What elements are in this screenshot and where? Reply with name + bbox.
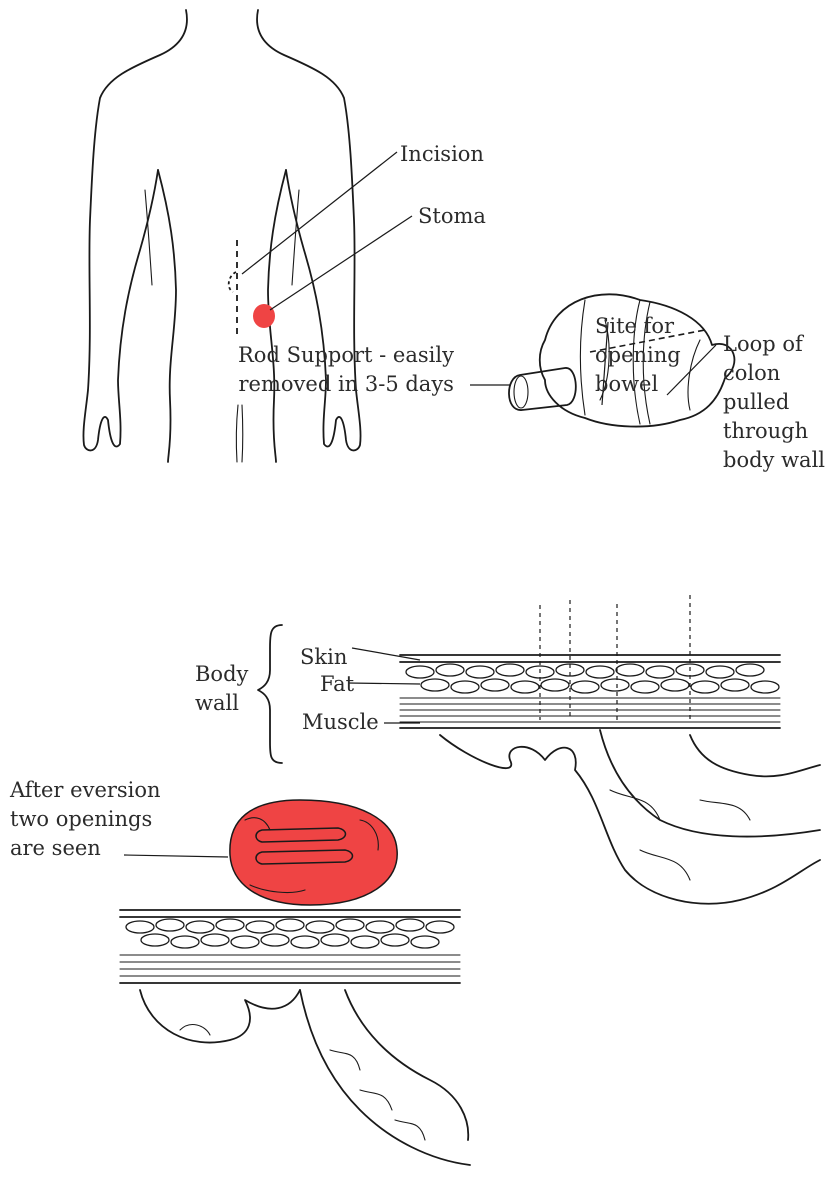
stoma-leader [270,216,412,310]
stoma-dot [253,304,275,328]
bowel-below-middle [440,730,820,904]
label-skin: Skin [300,643,347,672]
label-fat: Fat [320,670,354,699]
body-wall-layers-bottom [120,910,460,983]
incision-leader [242,152,397,274]
label-loop-of-colon: Loop of colon pulled through body wall [723,330,825,475]
label-site-for-opening-bowel: Site for opening bowel [595,312,681,399]
body-wall-brace [258,625,282,763]
bowel-below-bottom [140,990,470,1165]
label-stoma: Stoma [418,202,486,231]
body-wall-layers-middle [400,655,780,728]
fat-leader [348,683,420,684]
skin-leader [352,648,420,660]
everted-stoma [230,800,397,905]
incision-mark [229,240,237,335]
label-after-eversion: After eversion two openings are seen [10,776,161,863]
label-muscle: Muscle [302,708,379,737]
label-rod-support: Rod Support - easily removed in 3-5 days [238,341,454,399]
label-body-wall: Body wall [195,660,248,718]
label-incision: Incision [400,140,484,169]
